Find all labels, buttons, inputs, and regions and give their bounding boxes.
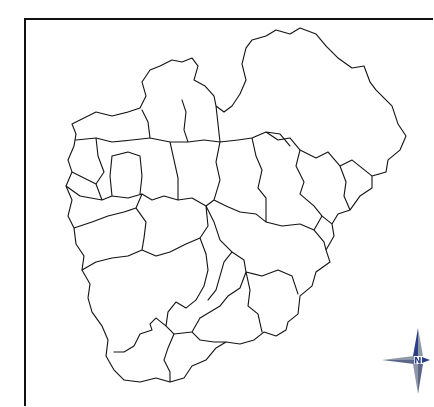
district-border: [245, 269, 299, 295]
district-border: [81, 205, 209, 271]
district-border: [251, 137, 267, 223]
district-border: [313, 229, 327, 251]
district-border: [169, 141, 179, 201]
map-outline: [65, 27, 407, 383]
district-border: [191, 331, 227, 343]
district-border: [113, 317, 167, 353]
district-border: [339, 159, 373, 177]
district-border: [111, 151, 143, 195]
district-border: [73, 193, 143, 229]
district-border: [65, 185, 267, 223]
district-border: [135, 207, 147, 251]
district-border: [265, 131, 291, 147]
district-border: [207, 251, 233, 301]
compass-north-label: N: [414, 357, 422, 367]
district-border: [163, 333, 175, 383]
district-border: [245, 271, 263, 333]
district-border: [213, 141, 221, 201]
district-border: [199, 271, 247, 319]
district-border: [109, 155, 113, 197]
district-border: [205, 205, 247, 273]
district-border: [95, 137, 105, 201]
district-border: [141, 109, 151, 139]
compass-rose: N: [382, 328, 430, 394]
district-border: [185, 237, 209, 309]
district-border: [181, 99, 189, 143]
district-border: [265, 215, 323, 231]
district-border: [215, 105, 221, 143]
compass-north-arrow-icon: N: [382, 328, 430, 394]
district-border: [71, 171, 97, 185]
